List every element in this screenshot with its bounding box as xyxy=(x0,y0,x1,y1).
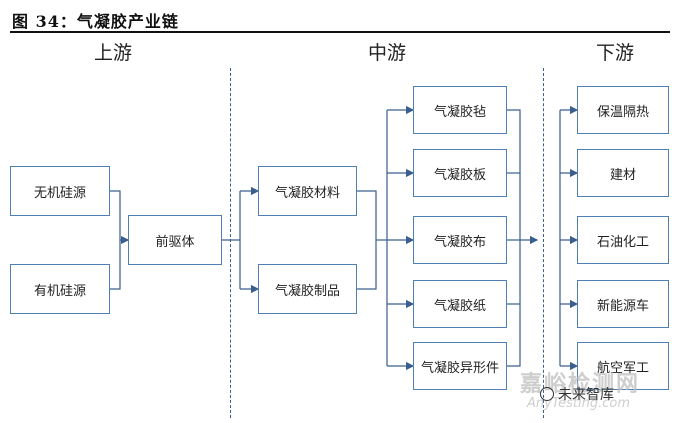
node-aerogel-felt: 气凝胶毡 xyxy=(413,86,507,134)
stage-upstream-label: 上游 xyxy=(94,42,133,64)
stage-downstream-label: 下游 xyxy=(596,42,635,64)
node-inorganic-silicon: 无机硅源 xyxy=(10,166,110,216)
node-aerogel-cloth: 气凝胶布 xyxy=(413,216,507,264)
node-aerogel-shaped-part: 气凝胶异形件 xyxy=(413,342,507,390)
node-new-energy-vehicle: 新能源车 xyxy=(577,280,669,328)
node-precursor: 前驱体 xyxy=(128,215,222,265)
node-building-materials: 建材 xyxy=(577,149,669,197)
stage-midstream-label: 中游 xyxy=(368,42,407,64)
wechat-logo-icon xyxy=(540,387,554,401)
node-thermal-insulation: 保温隔热 xyxy=(577,86,669,134)
node-aerogel-board: 气凝胶板 xyxy=(413,149,507,197)
figure-title: 图 34：气凝胶产业链 xyxy=(12,12,179,31)
stage-divider-midstream-downstream xyxy=(543,68,544,418)
watermark-brand-text: 未来智库 xyxy=(558,387,614,403)
node-petrochemical: 石油化工 xyxy=(577,216,669,264)
node-aerogel-paper: 气凝胶纸 xyxy=(413,280,507,328)
watermark-brand: 未来智库 xyxy=(540,384,614,404)
node-aerogel-product: 气凝胶制品 xyxy=(258,264,357,314)
watermark-site-en: AnyTesting.com xyxy=(526,396,630,411)
watermark-site: 嘉峪检测网 xyxy=(519,372,640,397)
title-underline xyxy=(10,31,670,33)
node-aerospace-military: 航空军工 xyxy=(577,342,669,390)
node-organic-silicon: 有机硅源 xyxy=(10,264,110,314)
node-aerogel-material: 气凝胶材料 xyxy=(258,166,357,216)
stage-divider-upstream-midstream xyxy=(230,68,231,418)
